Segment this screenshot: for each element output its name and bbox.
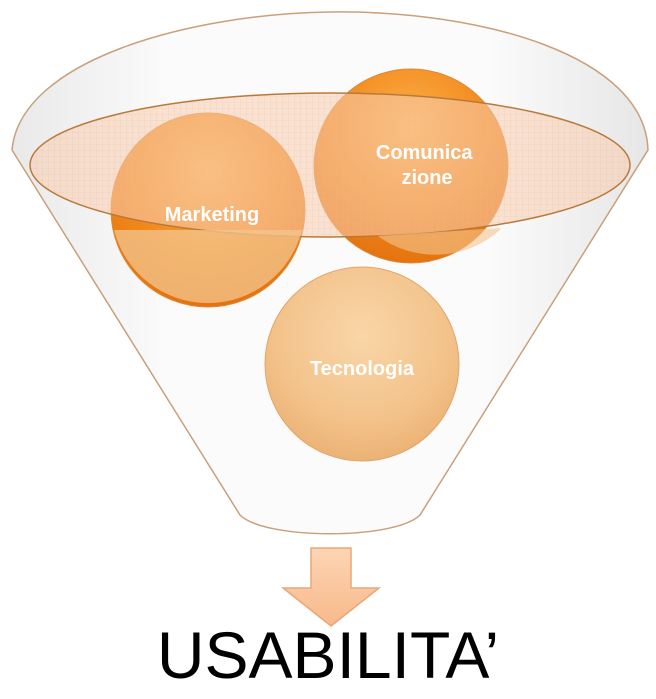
label-marketing: Marketing [165,204,259,226]
marketing-lower-shade [114,230,302,304]
outcome-label: USABILITA’ [156,618,500,692]
label-tecnologia: Tecnologia [310,358,415,380]
down-arrow-icon [280,547,382,627]
label-comunicazione: Comunica zione [376,142,478,189]
circle-tecnologia [264,266,460,462]
funnel-rim [29,92,631,238]
comunicazione-lower-shade [378,228,500,255]
